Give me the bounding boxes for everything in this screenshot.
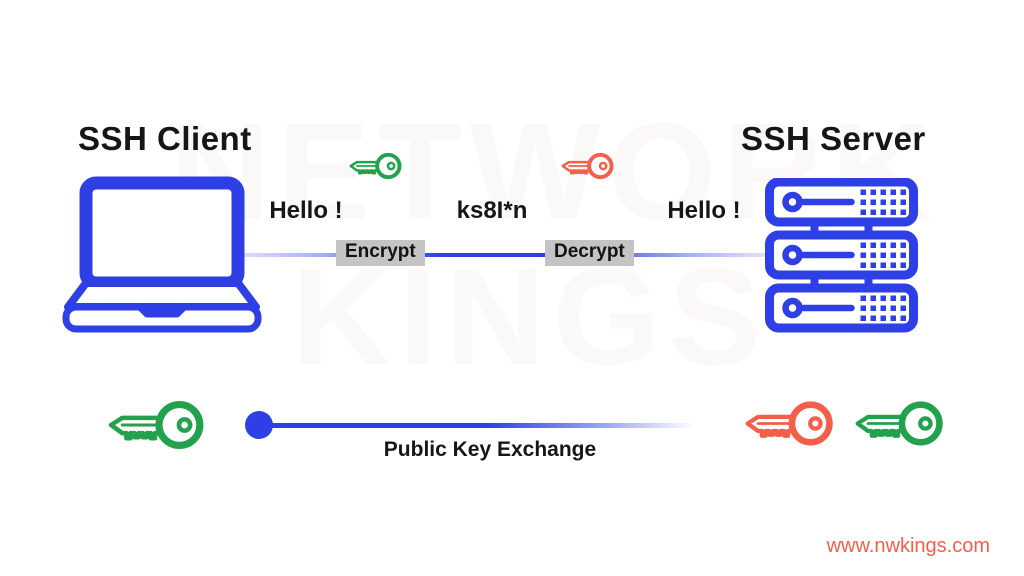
ssh-server-title: SSH Server: [741, 120, 926, 157]
encrypt-green-key-icon: [348, 152, 402, 180]
ssh-client-title: SSH Client: [78, 120, 252, 157]
server-hello-message: Hello !: [667, 197, 741, 224]
transmission-line: [244, 253, 766, 257]
ciphertext-message: ks8I*n: [456, 197, 528, 224]
website-link[interactable]: www.nwkings.com: [826, 535, 990, 557]
encrypt-label: Encrypt: [336, 240, 425, 266]
server-green-key-icon: [853, 393, 947, 454]
client-hello-message: Hello !: [269, 197, 343, 224]
exchange-origin-dot: [245, 411, 273, 439]
laptop-icon: [62, 176, 262, 333]
public-key-exchange-label: Public Key Exchange: [383, 438, 597, 461]
decrypt-label: Decrypt: [545, 240, 634, 266]
client-public-key-icon: [106, 392, 208, 458]
exchange-line: [259, 423, 695, 428]
server-red-key-icon: [743, 393, 837, 454]
decrypt-red-key-icon: [560, 152, 614, 180]
server-rack-icon: [765, 178, 918, 333]
